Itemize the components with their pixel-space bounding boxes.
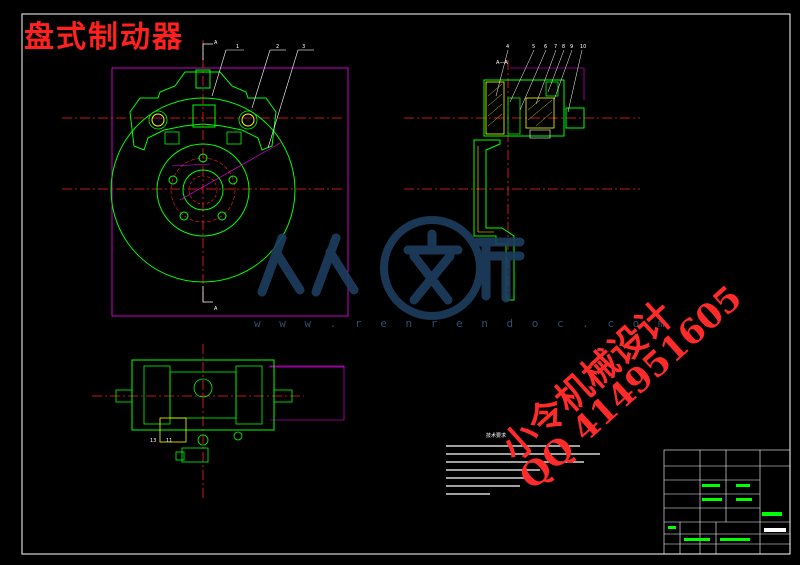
- pad-section: [507, 97, 521, 135]
- caliper-plan-left: [143, 365, 171, 425]
- bottom-view: [92, 344, 345, 500]
- balloon-11: 11: [166, 438, 173, 444]
- bolt-circle: [170, 157, 236, 223]
- plan-boss: [197, 434, 209, 446]
- balloon-3: 3: [302, 44, 306, 50]
- shaft-right: [273, 389, 293, 403]
- title-block: [663, 449, 791, 555]
- balloon-7: 7: [554, 44, 558, 50]
- bolt-hole: [228, 175, 238, 185]
- front-dimension-box: [111, 67, 349, 317]
- plan-boss: [233, 431, 243, 441]
- balloon-13: 13: [150, 438, 157, 444]
- hub-center: [182, 169, 224, 211]
- leader-1: [211, 49, 227, 97]
- fitting-lower: [159, 417, 187, 443]
- leader-2: [251, 49, 271, 109]
- caliper-pin-left: [151, 113, 165, 127]
- technical-notes: [446, 445, 600, 495]
- shaft-left: [115, 389, 133, 403]
- caliper-pin-right: [241, 113, 255, 127]
- bolt-hole: [168, 175, 178, 185]
- hub-bore: [188, 175, 218, 205]
- view-marker-bottom: A: [214, 306, 218, 312]
- balloon-8: 8: [562, 44, 566, 50]
- caliper-pin-right-outer: [238, 110, 258, 130]
- title-block-fill: [668, 484, 786, 541]
- hub-profile: [473, 139, 515, 301]
- balloon-9: 9: [570, 44, 574, 50]
- fitting-nut: [175, 451, 185, 461]
- hub-profile-inner: [477, 146, 494, 233]
- hub-dimension: [171, 163, 211, 167]
- caliper-top-boss: [195, 69, 211, 89]
- section-view: [404, 49, 640, 301]
- bolt-hole: [198, 153, 208, 163]
- balloon-6: 6: [544, 44, 548, 50]
- caliper-plan-bore: [193, 378, 213, 398]
- bottom-dimension-box: [269, 365, 345, 368]
- fitting-stem: [181, 447, 209, 463]
- section-label: A—A: [496, 60, 508, 66]
- section-hatch: [487, 83, 553, 127]
- diameter-dimension: [179, 141, 283, 201]
- watermark-url: w w w . r e n r e n d o c . c o m: [254, 317, 671, 330]
- balloon-2: 2: [276, 44, 280, 50]
- drawing-title: 盘式制动器: [24, 20, 184, 55]
- piston: [525, 97, 555, 129]
- leader-3: [267, 49, 299, 149]
- balloon-4: 4: [506, 44, 510, 50]
- caliper-plan-center: [169, 371, 237, 419]
- bolt-hole: [217, 211, 227, 221]
- caliper-window: [192, 104, 216, 128]
- caliper-section: [483, 79, 565, 137]
- caliper-plan-right: [235, 365, 263, 425]
- notes-title: 技术要求: [486, 433, 507, 439]
- hub-outer: [156, 143, 250, 237]
- balloon-10: 10: [580, 44, 587, 50]
- view-marker-top: A: [214, 40, 218, 46]
- section-cut-marker-bottom: [202, 286, 213, 303]
- pad-right: [226, 131, 242, 145]
- drawing-frame: [21, 13, 791, 555]
- caliper-pin-left-outer: [148, 110, 168, 130]
- front-view: [62, 40, 349, 317]
- section-cut-marker: [202, 43, 213, 60]
- caliper-housing-left: [485, 81, 505, 135]
- section-leaders: [495, 49, 583, 113]
- bleeder-boss: [565, 107, 585, 129]
- brake-disc: [110, 97, 296, 283]
- watermark-logo: [257, 216, 525, 320]
- balloon-5: 5: [532, 44, 536, 50]
- seal: [529, 129, 551, 139]
- pad-left: [164, 131, 180, 145]
- balloon-1: 1: [236, 44, 240, 50]
- bolt-hole: [179, 211, 189, 221]
